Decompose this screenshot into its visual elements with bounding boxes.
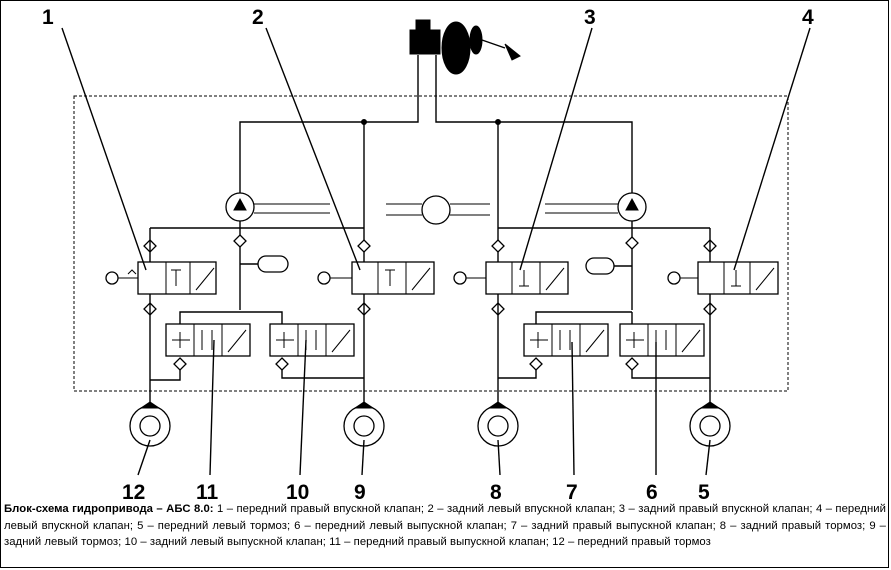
outlet-valve-10 (269, 323, 355, 357)
caption-text: 1 – передний правый впускной клапан; 2 –… (4, 503, 886, 549)
hydraulic-unit-boundary (73, 95, 789, 392)
label-11: 11 (196, 481, 219, 500)
label-12: 12 (122, 481, 145, 500)
caption-title: Блок-схема гидропривода – АБС 8.0: (4, 503, 214, 515)
outlet-valve-7 (523, 323, 609, 357)
label-5: 5 (698, 481, 710, 500)
figure-caption: Блок-схема гидропривода – АБС 8.0: 1 – п… (4, 501, 886, 551)
leader-lines (61, 27, 811, 476)
label-8: 8 (490, 481, 502, 500)
outlet-valve-11 (165, 323, 251, 357)
label-10: 10 (286, 481, 309, 500)
label-3: 3 (584, 6, 596, 29)
brake-12 (129, 401, 171, 447)
brake-8 (477, 401, 519, 447)
inlet-valve-1 (105, 261, 217, 295)
pump-motor (254, 195, 618, 225)
outlet-valve-6 (619, 323, 705, 357)
label-6: 6 (646, 481, 658, 500)
master-cylinder-booster (409, 19, 521, 75)
brake-5 (689, 401, 731, 447)
accumulator-left (240, 255, 289, 273)
brake-9 (343, 401, 385, 447)
inlet-valve-3 (453, 261, 569, 295)
inlet-valve-4 (667, 261, 779, 295)
label-2: 2 (252, 6, 264, 29)
label-7: 7 (566, 481, 578, 500)
pump-left (225, 192, 255, 222)
hydraulic-diagram: 1 2 3 4 5 6 7 8 9 10 11 12 (42, 6, 814, 500)
label-1: 1 (42, 6, 54, 29)
pump-right (617, 192, 647, 222)
label-9: 9 (354, 481, 366, 500)
label-4: 4 (802, 6, 814, 29)
inlet-valve-2 (317, 261, 435, 295)
accumulator-right (585, 257, 632, 275)
